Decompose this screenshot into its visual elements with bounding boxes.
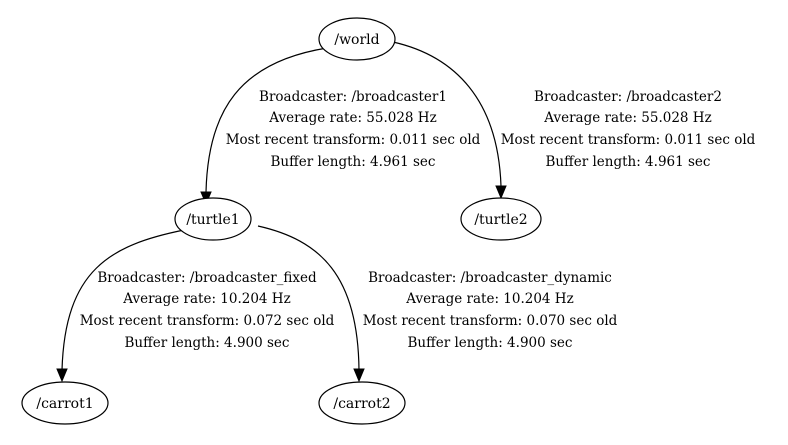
- average-rate-text: Average rate: 10.204 Hz: [122, 291, 290, 307]
- arrowhead-icon: [495, 185, 507, 200]
- arrowhead-icon: [353, 368, 365, 383]
- buffer-length-text: Buffer length: 4.900 sec: [408, 335, 573, 351]
- node-ellipse: [460, 197, 542, 241]
- recent-transform-text: Most recent transform: 0.072 sec old: [80, 313, 335, 329]
- average-rate-text: Average rate: 55.028 Hz: [543, 110, 711, 126]
- edge-world-turtle1: [200, 47, 328, 206]
- edge-line: [257, 225, 360, 371]
- edge-line: [61, 229, 185, 371]
- node-ellipse: [318, 381, 406, 425]
- node-ellipse: [174, 197, 252, 241]
- node-label: /world: [334, 32, 379, 48]
- edge-line: [392, 41, 502, 187]
- recent-transform-text: Most recent transform: 0.011 sec old: [226, 132, 481, 148]
- node-turtle2[interactable]: /turtle2: [460, 197, 542, 241]
- recent-transform-text: Most recent transform: 0.011 sec old: [501, 132, 756, 148]
- edge-turtle1-carrot1: [56, 229, 185, 383]
- broadcaster-text: Broadcaster: /broadcaster_fixed: [97, 270, 317, 286]
- average-rate-text: Average rate: 10.204 Hz: [405, 291, 573, 307]
- edge-label-world-turtle1: Broadcaster: /broadcaster1 Average rate:…: [226, 89, 481, 170]
- edge-label-turtle1-carrot1: Broadcaster: /broadcaster_fixed Average …: [80, 270, 335, 351]
- node-world[interactable]: /world: [318, 17, 396, 61]
- edge-turtle1-carrot2: [257, 225, 365, 383]
- broadcaster-text: Broadcaster: /broadcaster1: [259, 89, 447, 105]
- node-label: /carrot1: [36, 396, 93, 412]
- node-label: /turtle2: [474, 212, 527, 228]
- node-turtle1[interactable]: /turtle1: [174, 197, 252, 241]
- edge-line: [205, 47, 328, 193]
- node-label: /carrot2: [333, 396, 390, 412]
- node-carrot2[interactable]: /carrot2: [318, 381, 406, 425]
- node-ellipse: [21, 381, 109, 425]
- buffer-length-text: Buffer length: 4.961 sec: [271, 154, 436, 170]
- arrowhead-icon: [56, 368, 68, 383]
- buffer-length-text: Buffer length: 4.961 sec: [546, 154, 711, 170]
- average-rate-text: Average rate: 55.028 Hz: [268, 110, 436, 126]
- broadcaster-text: Broadcaster: /broadcaster_dynamic: [368, 270, 612, 286]
- edge-world-turtle2: [392, 41, 507, 200]
- edge-label-turtle1-carrot2: Broadcaster: /broadcaster_dynamic Averag…: [363, 270, 618, 351]
- broadcaster-text: Broadcaster: /broadcaster2: [534, 89, 722, 105]
- edge-label-world-turtle2: Broadcaster: /broadcaster2 Average rate:…: [501, 89, 756, 170]
- node-ellipse: [318, 17, 396, 61]
- node-label: /turtle1: [186, 212, 239, 228]
- node-carrot1[interactable]: /carrot1: [21, 381, 109, 425]
- buffer-length-text: Buffer length: 4.900 sec: [125, 335, 290, 351]
- recent-transform-text: Most recent transform: 0.070 sec old: [363, 313, 618, 329]
